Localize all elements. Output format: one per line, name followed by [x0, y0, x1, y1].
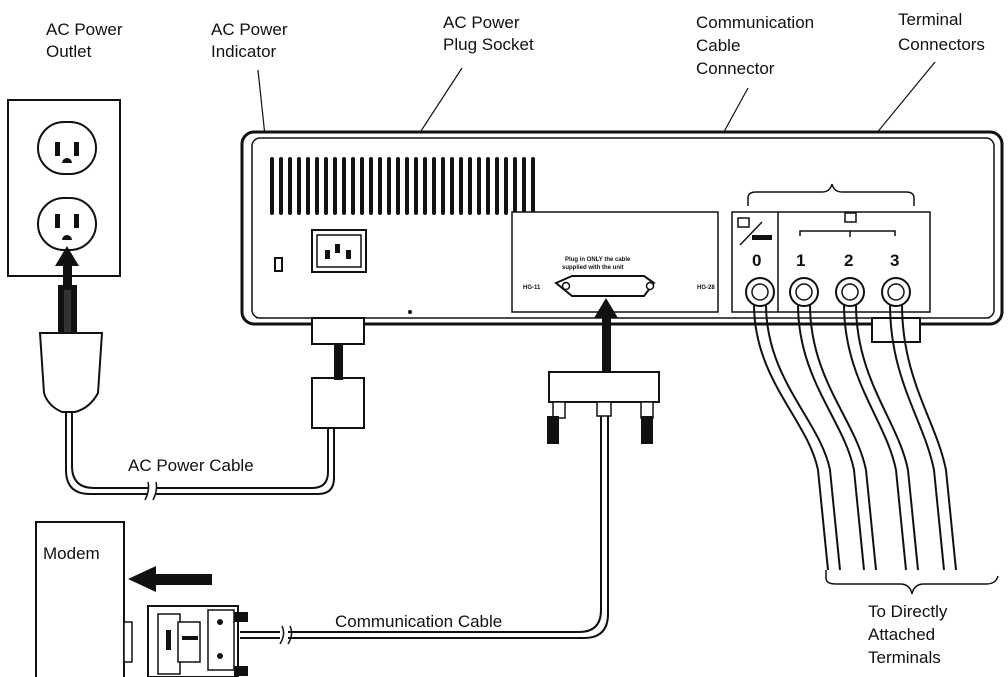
vent-slot	[405, 157, 409, 215]
terminals-label-line2: Attached	[868, 625, 935, 644]
vent-slot	[306, 157, 310, 215]
terminal-cable-3-1	[901, 303, 957, 571]
vent-slot	[387, 157, 391, 215]
indicator-label-line2: Indicator	[211, 42, 277, 61]
vent-slot	[288, 157, 292, 215]
port-label-0: 0	[752, 251, 761, 270]
vent-slot	[396, 157, 400, 215]
vent-slot	[378, 157, 382, 215]
vent-slot	[333, 157, 337, 215]
terminals-label-line1: To Directly	[868, 602, 948, 621]
vent-slot	[486, 157, 490, 215]
terminal-cable-0-1	[765, 303, 841, 571]
vent-slot	[459, 157, 463, 215]
comm-panel	[511, 211, 719, 313]
modem-side-connector	[147, 605, 248, 677]
vent-slot	[450, 157, 454, 215]
outlet-label-line1: AC Power	[46, 20, 123, 39]
terminal-cable-0-0	[753, 303, 829, 571]
vent-slot	[432, 157, 436, 215]
terminal-cable-3-0	[889, 303, 945, 571]
port-connectors	[745, 277, 911, 307]
vent-slot	[324, 157, 328, 215]
vent-slot	[315, 157, 319, 215]
port-label-2: 2	[844, 251, 853, 270]
modem	[35, 521, 133, 677]
vent-slot	[369, 157, 373, 215]
communication-cable-label: Communication Cable	[335, 612, 502, 631]
terminal-cable-2-1	[855, 303, 919, 571]
terminal-cable-2-0	[843, 303, 907, 571]
vent-slot	[504, 157, 508, 215]
comm-cable-connector	[547, 298, 660, 444]
power-indicator	[274, 257, 283, 272]
terminal-connectors-label-line2: Connectors	[898, 35, 985, 54]
port-label-3: 3	[890, 251, 899, 270]
comm-connector-label-line1: Communication	[696, 13, 814, 32]
vent-slot	[495, 157, 499, 215]
vent-slot	[270, 157, 274, 215]
terminals-label-line3: Terminals	[868, 648, 941, 667]
terminals-brace	[825, 570, 999, 595]
vent-slot	[360, 157, 364, 215]
ac-plug	[38, 285, 104, 413]
panel-right-code: HG-28	[697, 285, 715, 291]
port-connector-ring-3	[887, 283, 905, 301]
port-label-1: 1	[796, 251, 805, 270]
outlet-arrow	[55, 246, 79, 292]
terminal-cables	[753, 303, 957, 571]
vent-slot	[531, 157, 535, 215]
outlet-label-line2: Outlet	[46, 42, 92, 61]
vent-slot	[297, 157, 301, 215]
vent-slot	[351, 157, 355, 215]
port-connector-ring-1	[795, 283, 813, 301]
modem-arrow	[128, 566, 212, 592]
vent-slot	[414, 157, 418, 215]
vent-slot	[441, 157, 445, 215]
terminal-connectors-brace	[747, 183, 915, 206]
ac-power-cable	[65, 412, 335, 501]
ac-power-cable-label: AC Power Cable	[128, 456, 254, 475]
indicator-label-line1: AC Power	[211, 20, 288, 39]
vent-slot	[279, 157, 283, 215]
vent-slots	[270, 157, 535, 215]
port-connector-ring-2	[841, 283, 859, 301]
panel-left-code: HG-11	[523, 285, 541, 291]
terminal-cable-1-0	[797, 303, 865, 571]
vent-slot	[513, 157, 517, 215]
vent-slot	[522, 157, 526, 215]
terminal-connectors-label-line1: Terminal	[898, 10, 962, 29]
vent-slot	[468, 157, 472, 215]
comm-connector-label-line2: Cable	[696, 36, 740, 55]
vent-slot	[342, 157, 346, 215]
plug-note-line2: supplied with the unit	[562, 265, 624, 271]
socket-label-line2: Plug Socket	[443, 35, 534, 54]
power-socket	[311, 229, 367, 273]
port-connector-ring-0	[751, 283, 769, 301]
wall-outlet	[7, 99, 121, 277]
modem-label: Modem	[43, 544, 100, 563]
plug-note-line1: Plug in ONLY the cable	[565, 257, 631, 263]
communication-cable	[240, 416, 609, 645]
socket-label-line1: AC Power	[443, 13, 520, 32]
terminal-cable-1-1	[809, 303, 877, 571]
comm-connector-label-line3: Connector	[696, 59, 775, 78]
vent-slot	[423, 157, 427, 215]
vent-slot	[477, 157, 481, 215]
